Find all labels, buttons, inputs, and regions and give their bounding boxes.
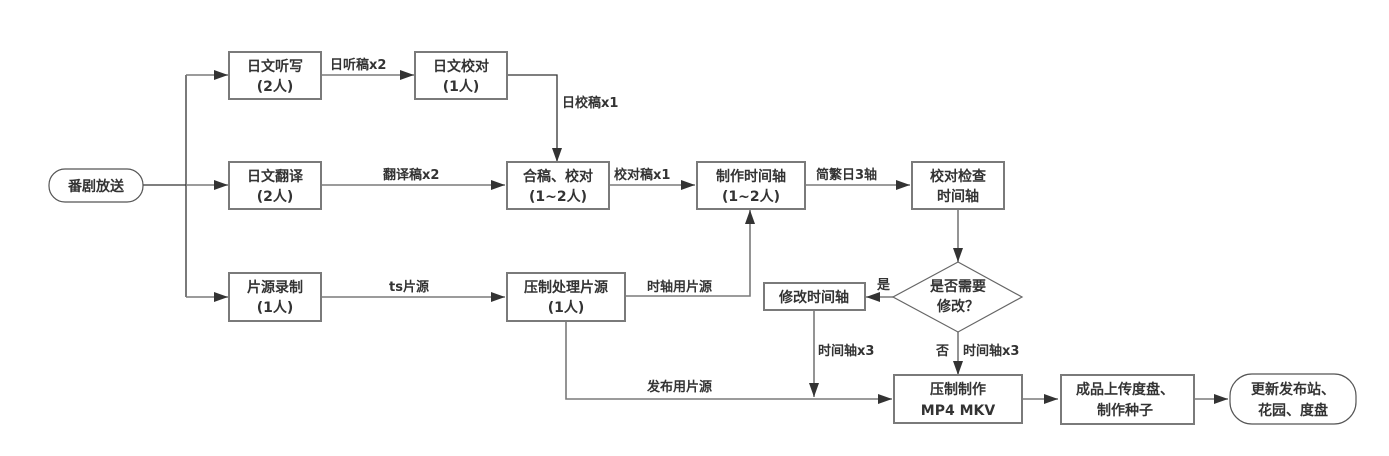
node-process-source-title: 压制处理片源 <box>524 279 608 296</box>
node-need-modify-decision[interactable]: 是否需要 修改？ <box>891 261 1024 333</box>
label-no-to-encode: 时间轴x3 <box>963 343 1019 359</box>
node-jp-translate-staff: (2人) <box>257 188 294 205</box>
node-modify-timeline[interactable]: 修改时间轴 <box>763 282 866 311</box>
node-source-record[interactable]: 片源录制 (1人) <box>228 272 322 322</box>
node-process-source[interactable]: 压制处理片源 (1人) <box>506 272 626 322</box>
node-make-timeline[interactable]: 制作时间轴 (1~2人) <box>696 161 806 210</box>
node-check-timeline[interactable]: 校对检查 时间轴 <box>911 161 1005 210</box>
node-jp-translate-title: 日文翻译 <box>247 168 304 185</box>
node-encode-formats: MP4 MKV <box>921 403 996 419</box>
label-merge-to-timeline: 校对稿x1 <box>614 167 670 183</box>
node-merge-proof-title: 合稿、校对 <box>523 168 593 185</box>
label-decision-no: 否 <box>935 344 949 359</box>
node-check-timeline-line2: 时间轴 <box>937 188 979 205</box>
edge-proofread-to-merge <box>507 74 562 162</box>
label-dictation-to-proofread: 日听稿x2 <box>330 57 386 73</box>
node-upload[interactable]: 成品上传度盘、 制作种子 <box>1060 374 1195 425</box>
label-timeline-to-check: 简繁日3轴 <box>816 167 877 183</box>
node-need-modify-line1: 是否需要 <box>930 278 986 295</box>
label-record-to-process: ts片源 <box>389 279 429 295</box>
label-decision-yes: 是 <box>876 278 891 293</box>
node-publish[interactable]: 更新发布站、 花园、度盘 <box>1229 373 1357 425</box>
node-broadcast-label: 番剧放送 <box>67 178 125 195</box>
node-upload-line2: 制作种子 <box>1097 402 1153 419</box>
node-jp-dictation-staff: (2人) <box>257 78 294 95</box>
node-merge-proof[interactable]: 合稿、校对 (1~2人) <box>506 161 610 210</box>
node-check-timeline-line1: 校对检查 <box>930 168 987 185</box>
node-jp-proofread-staff: (1人) <box>443 78 480 95</box>
edge-process-to-timeline <box>626 210 755 297</box>
node-broadcast[interactable]: 番剧放送 <box>48 168 144 203</box>
node-jp-proofread[interactable]: 日文校对 (1人) <box>414 51 508 100</box>
node-source-record-staff: (1人) <box>257 299 294 316</box>
label-translate-to-merge: 翻译稿x2 <box>383 167 439 183</box>
edge-process-to-encode <box>565 321 892 404</box>
node-process-source-staff: (1人) <box>548 299 585 316</box>
node-jp-proofread-title: 日文校对 <box>433 58 489 75</box>
node-merge-proof-staff: (1~2人) <box>529 188 587 205</box>
node-modify-timeline-label: 修改时间轴 <box>778 289 849 306</box>
node-publish-line1: 更新发布站、 <box>1251 381 1335 398</box>
label-modify-to-encode: 时间轴x3 <box>818 343 874 359</box>
node-publish-line2: 花园、度盘 <box>1258 402 1328 419</box>
node-upload-line1: 成品上传度盘、 <box>1076 381 1174 398</box>
label-process-to-timeline: 时轴用片源 <box>647 279 712 295</box>
node-jp-dictation-title: 日文听写 <box>247 58 303 75</box>
node-encode[interactable]: 压制制作 MP4 MKV <box>893 374 1023 424</box>
node-source-record-title: 片源录制 <box>247 279 303 296</box>
node-encode-title: 压制制作 <box>930 381 986 398</box>
label-process-to-encode: 发布用片源 <box>646 379 712 395</box>
node-make-timeline-staff: (1~2人) <box>722 188 780 205</box>
node-jp-translate[interactable]: 日文翻译 (2人) <box>228 161 322 210</box>
node-jp-dictation[interactable]: 日文听写 (2人) <box>228 51 322 100</box>
node-need-modify-line2: 修改？ <box>936 298 979 315</box>
node-make-timeline-title: 制作时间轴 <box>716 168 786 185</box>
label-proofread-to-merge: 日校稿x1 <box>562 95 618 111</box>
